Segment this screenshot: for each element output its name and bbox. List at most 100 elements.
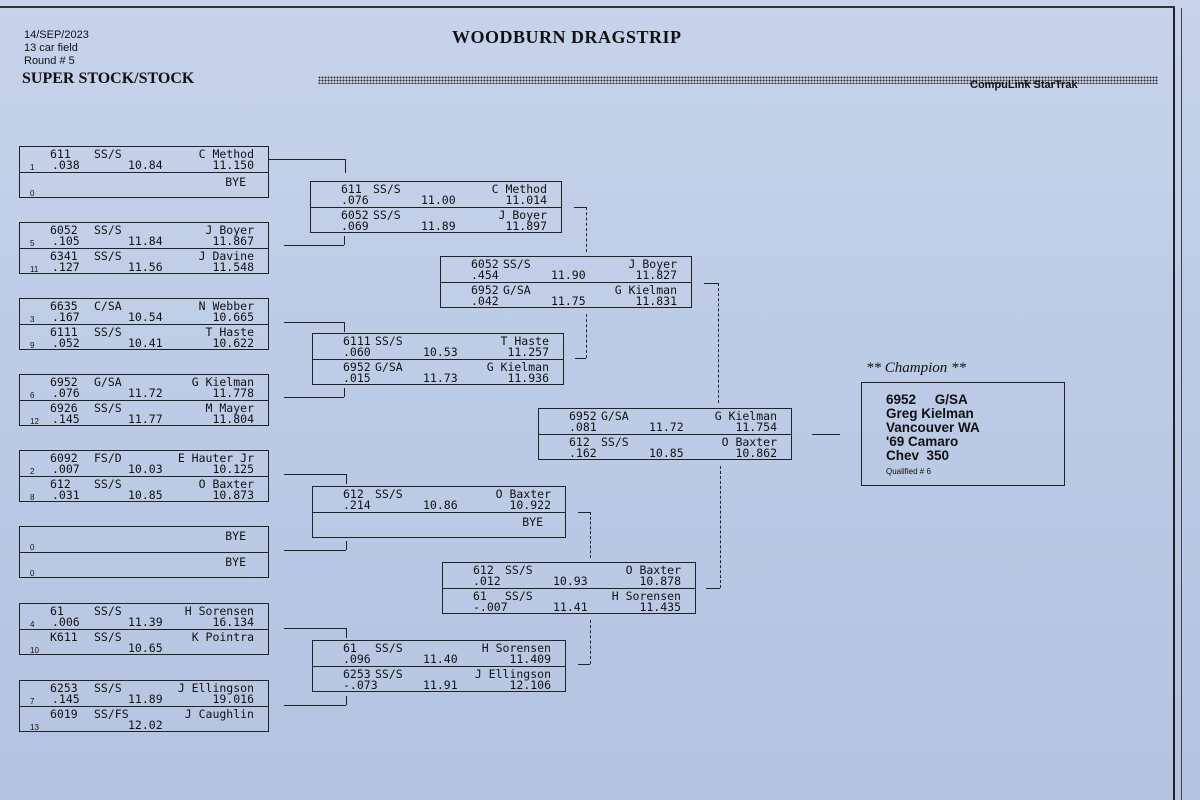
reaction-time: .006 — [52, 615, 80, 629]
car-number: 61 — [473, 589, 487, 603]
elapsed-time: 11.77 — [128, 412, 163, 426]
seed-number: 10 — [30, 646, 39, 655]
car-number: 6926 — [50, 401, 78, 415]
car-class: SS/S — [503, 257, 531, 271]
seed-number: 12 — [30, 417, 39, 426]
event-date: 14/SEP/2023 — [24, 29, 89, 41]
dial-value: 11.150 — [212, 158, 254, 172]
bye-label: BYE — [522, 515, 543, 529]
driver-name: H Sorensen — [481, 641, 551, 655]
car-number: 6052 — [341, 208, 369, 222]
bracket-connector — [344, 322, 345, 332]
champion-city: Vancouver WA — [886, 420, 980, 435]
car-number: 6952 — [343, 360, 371, 374]
dotted-rule — [318, 76, 1158, 84]
car-number: 6092 — [50, 451, 78, 465]
driver-name: T Haste — [500, 334, 549, 348]
elapsed-time: 11.39 — [128, 615, 163, 629]
car-class: SS/S — [375, 334, 403, 348]
champion-box: 6952 G/SA Greg Kielman Vancouver WA '69 … — [861, 382, 1065, 486]
car-number: 6952 — [569, 409, 597, 423]
dial-value: 10.878 — [639, 574, 681, 588]
car-number: 6052 — [50, 223, 78, 237]
bracket-connector — [346, 474, 347, 484]
driver-name: T Haste — [205, 325, 254, 339]
driver-name: M Mayer — [205, 401, 254, 415]
dial-value: 11.548 — [212, 260, 254, 274]
bracket-connector — [284, 245, 344, 246]
elapsed-time: 10.65 — [128, 641, 163, 655]
reaction-time: .081 — [569, 420, 597, 434]
driver-name: N Webber — [198, 299, 254, 313]
car-class: SS/S — [94, 681, 122, 695]
car-class: SS/S — [94, 604, 122, 618]
top-rule — [0, 6, 1175, 8]
dial-value: 11.754 — [735, 420, 777, 434]
dial-value: 10.922 — [509, 498, 551, 512]
reaction-time: .069 — [341, 219, 369, 233]
bracket-connector — [578, 664, 590, 665]
car-number: 6253 — [50, 681, 78, 695]
car-class: SS/S — [375, 487, 403, 501]
seed-number: 5 — [30, 239, 35, 248]
elapsed-time: 11.41 — [553, 600, 588, 614]
elapsed-time: 10.86 — [423, 498, 458, 512]
reaction-time: .454 — [471, 268, 499, 282]
car-class: G/SA — [375, 360, 403, 374]
driver-name: E Hauter Jr — [177, 451, 254, 465]
seed-number: 8 — [30, 493, 35, 502]
bracket-connector — [344, 388, 345, 397]
car-class: SS/S — [94, 147, 122, 161]
car-number: 6111 — [343, 334, 371, 348]
car-number: 612 — [473, 563, 494, 577]
bracket-connector — [346, 628, 347, 638]
dial-value: 10.873 — [212, 488, 254, 502]
seed-number: 11 — [30, 265, 39, 274]
bye-label: BYE — [225, 555, 246, 569]
car-class: G/SA — [601, 409, 629, 423]
elapsed-time: 10.84 — [128, 158, 163, 172]
bracket-connector — [590, 512, 591, 558]
entry-row: BYE — [313, 512, 565, 537]
car-number: 61 — [343, 641, 357, 655]
elapsed-time: 11.91 — [423, 678, 458, 692]
dial-value: 10.125 — [212, 462, 254, 476]
field-size: 13 car field — [24, 42, 78, 54]
reaction-time: .015 — [343, 371, 371, 385]
dial-value: 19.016 — [212, 692, 254, 706]
driver-name: J Boyer — [498, 208, 547, 222]
reaction-time: .042 — [471, 294, 499, 308]
elapsed-time: 11.90 — [551, 268, 586, 282]
elapsed-time: 11.00 — [421, 193, 456, 207]
dial-value: 11.257 — [507, 345, 549, 359]
reaction-time: .076 — [52, 386, 80, 400]
reaction-time: .038 — [52, 158, 80, 172]
bracket-connector — [345, 159, 346, 173]
car-number: 612 — [50, 477, 71, 491]
bracket-connector — [575, 358, 586, 359]
elapsed-time: 11.40 — [423, 652, 458, 666]
dial-value: 11.014 — [505, 193, 547, 207]
elapsed-time: 11.89 — [421, 219, 456, 233]
bracket-connector — [590, 620, 591, 664]
car-class: SS/S — [505, 563, 533, 577]
seed-number: 0 — [30, 189, 35, 198]
dial-value: 16.134 — [212, 615, 254, 629]
elapsed-time: 11.72 — [128, 386, 163, 400]
reaction-time: .096 — [343, 652, 371, 666]
car-class: SS/FS — [94, 707, 129, 721]
